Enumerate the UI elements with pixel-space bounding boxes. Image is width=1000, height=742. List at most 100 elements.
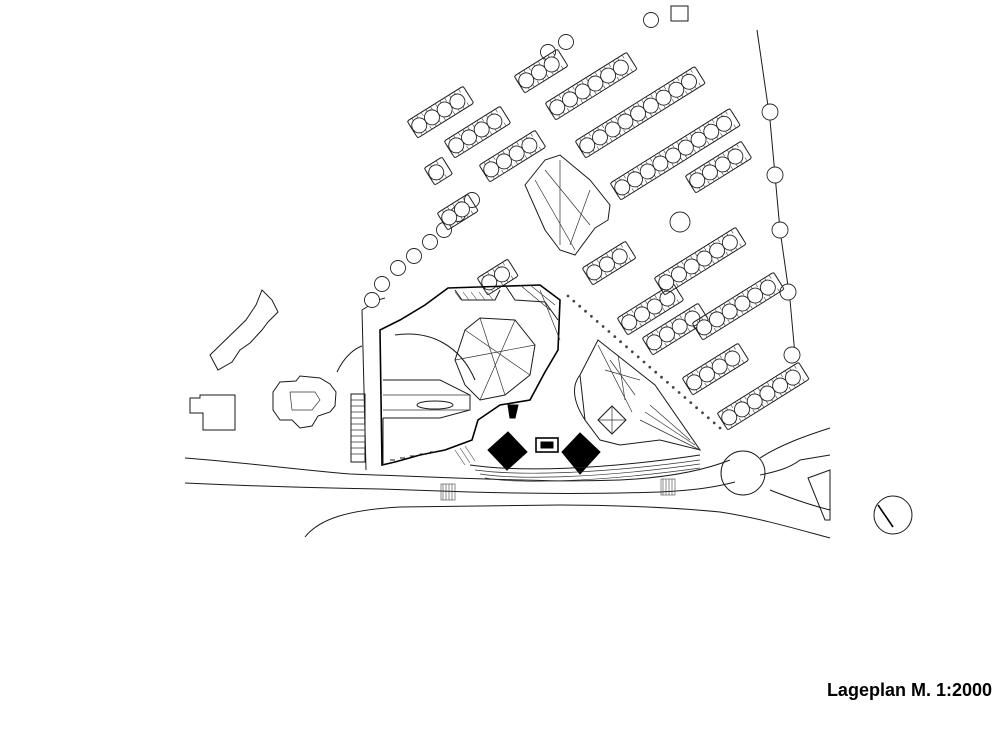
- path-dot: [666, 380, 669, 384]
- pavilion-center-core: [540, 441, 554, 449]
- path-dot: [601, 325, 605, 328]
- tree: [406, 248, 422, 264]
- tree: [724, 350, 741, 367]
- path-dot: [671, 386, 675, 389]
- tree: [449, 93, 466, 110]
- parking-stalls: [684, 140, 752, 194]
- main-building: [379, 284, 561, 467]
- road-upper-edge: [184, 457, 731, 482]
- pavilion-center: [535, 437, 559, 453]
- path-dot: [701, 411, 704, 415]
- pavilion-west: [487, 431, 528, 471]
- building-east: [807, 469, 831, 521]
- parking-stalls: [406, 85, 474, 139]
- parking-row: [478, 129, 546, 183]
- north-wing-lines: [519, 284, 561, 341]
- stairs-treads: [351, 399, 365, 455]
- crosswalk-hatch-w: [442, 479, 673, 500]
- parking-row: [574, 66, 706, 159]
- crosswalk-east: [660, 478, 676, 496]
- parking-row-outline: [514, 49, 568, 93]
- parking-row: [609, 108, 741, 201]
- parking-row: [684, 140, 752, 194]
- parking-row: [423, 156, 453, 186]
- path-dot: [660, 375, 663, 379]
- tree: [543, 56, 560, 73]
- path-dot: [706, 416, 710, 420]
- main-building-inner: [454, 289, 501, 301]
- path-dot: [572, 299, 576, 303]
- west-wing: [383, 379, 471, 419]
- chapel-outline: [524, 154, 611, 256]
- path-dot: [566, 294, 570, 298]
- building-cluster: [272, 375, 337, 429]
- tree: [669, 211, 691, 233]
- path-dot: [578, 304, 582, 308]
- parking-stalls: [436, 193, 479, 231]
- parking-row: [616, 282, 684, 336]
- parking-stalls: [609, 108, 741, 201]
- tree: [721, 234, 738, 251]
- north-arrow-needle: [877, 504, 894, 528]
- tree: [681, 73, 697, 90]
- entrance-marker: [507, 404, 519, 419]
- curved-wall-west: [336, 345, 363, 373]
- path-dot: [695, 406, 698, 410]
- chapel-building: [524, 154, 611, 256]
- courtyard-block: [454, 317, 536, 401]
- parking-row-outline: [582, 241, 636, 285]
- path-dot: [630, 350, 634, 354]
- road-east-lower: [769, 489, 831, 511]
- parking-stalls: [476, 258, 519, 296]
- tree: [486, 113, 503, 130]
- tree: [643, 12, 659, 28]
- tree: [759, 279, 776, 296]
- tree: [558, 34, 574, 50]
- parking-row-outline: [575, 66, 706, 158]
- road-east-outer: [759, 454, 831, 476]
- entrance-hatch: [454, 445, 476, 466]
- parking-stalls: [691, 272, 785, 341]
- stairs-west: [350, 393, 366, 463]
- tree: [454, 201, 470, 218]
- tree: [494, 266, 510, 283]
- chapel-lines: [534, 160, 591, 251]
- building-cluster-detail: [289, 391, 321, 411]
- parking-stalls: [581, 240, 637, 286]
- path-dot: [683, 396, 687, 399]
- tree: [783, 346, 801, 364]
- plaza-edge: [469, 454, 701, 470]
- west-facade: [382, 418, 435, 465]
- parking-stalls: [653, 227, 747, 296]
- tree: [390, 260, 406, 276]
- building-small: [189, 394, 236, 431]
- path-dot: [595, 320, 599, 323]
- road-east-upper: [759, 427, 831, 459]
- roundabout: [720, 450, 766, 496]
- tree-line-northwest: [364, 12, 691, 308]
- east-pavilion-arc: [574, 374, 586, 421]
- path-dot: [689, 401, 693, 404]
- north-arrow: [873, 495, 913, 535]
- parking-stalls: [716, 362, 810, 431]
- ramp-hatch: [454, 291, 494, 301]
- tree: [727, 148, 744, 165]
- path-dot: [677, 391, 681, 394]
- crosswalks: [440, 478, 676, 501]
- tree: [611, 248, 628, 265]
- parking-row: [513, 48, 569, 94]
- tree: [761, 103, 779, 121]
- parking-area: [406, 48, 810, 431]
- path-dot: [590, 314, 593, 318]
- stairs-outline: [350, 393, 366, 463]
- parking-row: [476, 258, 519, 296]
- east-pavilion-square-lines: [598, 406, 626, 434]
- tree: [716, 115, 732, 132]
- main-building-outline: [379, 284, 561, 467]
- north-arrow-circle: [873, 495, 913, 535]
- parking-stalls: [513, 48, 569, 94]
- pavilion-east: [561, 432, 601, 475]
- east-pavilion-roof: [597, 344, 641, 413]
- parking-row: [436, 193, 479, 231]
